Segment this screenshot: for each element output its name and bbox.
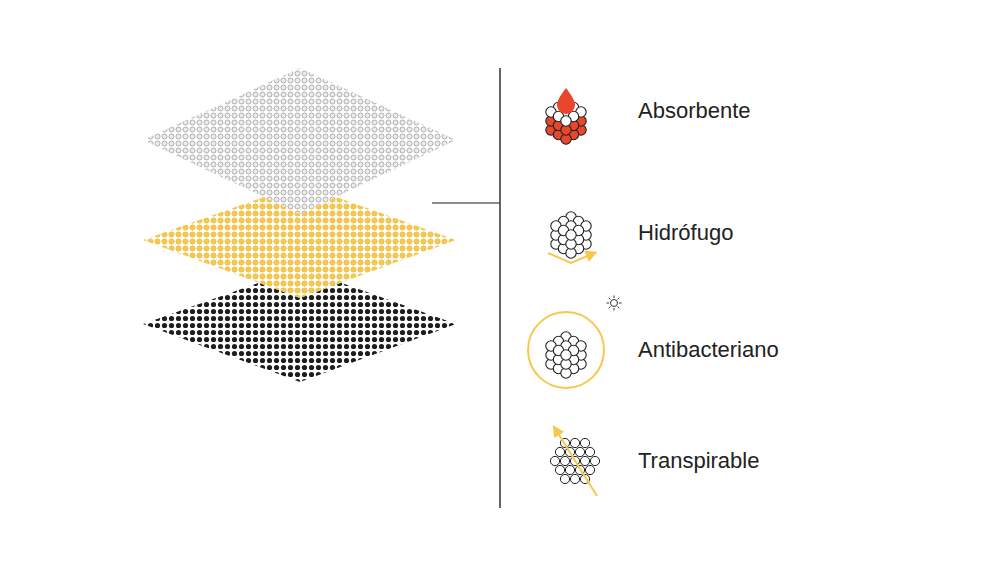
property-label: Hidrófugo xyxy=(638,220,733,246)
pore xyxy=(570,438,579,447)
pore xyxy=(555,465,564,474)
leader-line xyxy=(432,202,500,204)
repel-arrow xyxy=(548,253,592,263)
cube-ball xyxy=(561,350,571,360)
property-label: Antibacteriano xyxy=(638,337,779,363)
pore xyxy=(585,465,594,474)
grey-layer xyxy=(143,68,456,214)
cube-ball xyxy=(561,350,571,360)
shield-ring xyxy=(528,312,604,388)
cube-ball xyxy=(561,350,571,360)
pore xyxy=(565,465,574,474)
cube-ball xyxy=(561,116,571,126)
sun-symbol xyxy=(607,296,622,311)
pore xyxy=(560,474,569,483)
pore xyxy=(550,456,559,465)
pore xyxy=(580,438,589,447)
cube-icon xyxy=(546,332,586,378)
property-label: Absorbente xyxy=(638,98,751,124)
cube-ball xyxy=(561,116,571,126)
air-arrow xyxy=(556,430,597,496)
pore xyxy=(570,474,579,483)
pore xyxy=(590,456,599,465)
pore xyxy=(575,447,584,456)
divider-line xyxy=(499,68,501,508)
property-label: Transpirable xyxy=(638,448,759,474)
pore xyxy=(560,456,569,465)
pore xyxy=(585,447,594,456)
cube-ball xyxy=(561,116,571,126)
grey-layer xyxy=(143,68,456,214)
pore xyxy=(580,456,589,465)
cube-ball xyxy=(566,230,576,240)
pore xyxy=(555,447,564,456)
cube-ball xyxy=(566,230,576,240)
cube-ball xyxy=(566,230,576,240)
cube-icon xyxy=(551,212,591,258)
drop-symbol xyxy=(557,88,575,114)
